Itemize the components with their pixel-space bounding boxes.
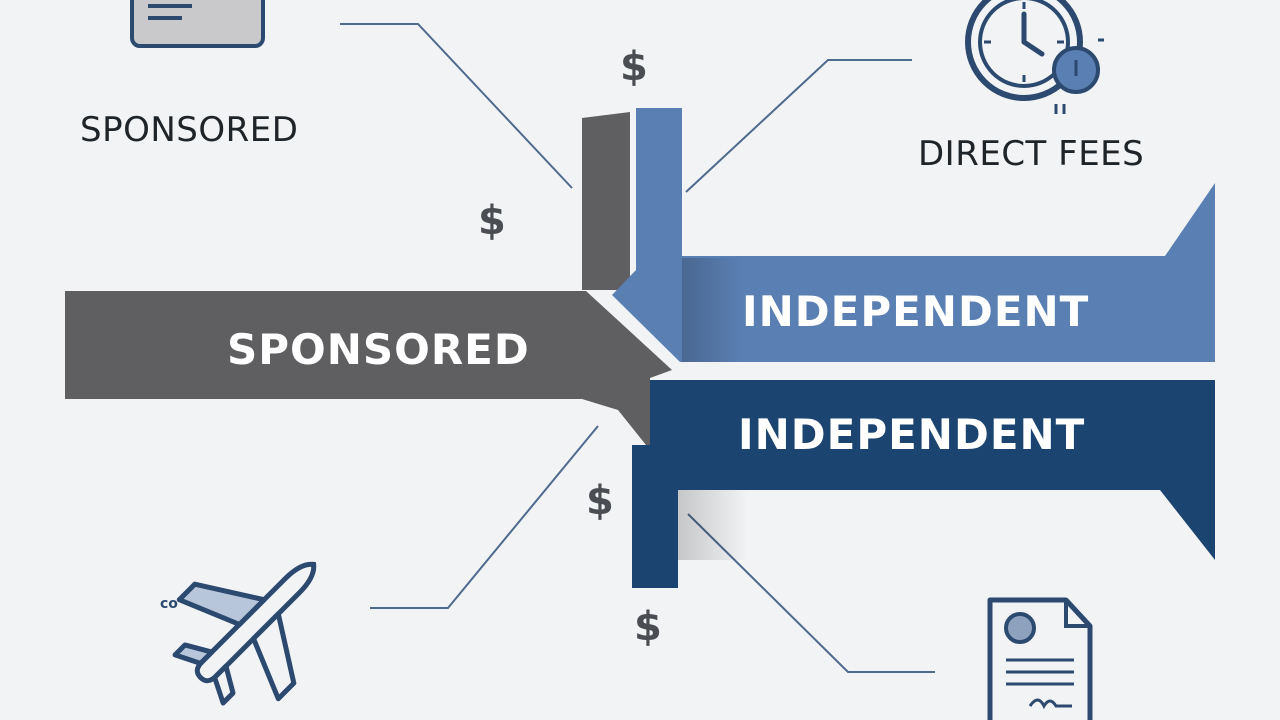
shadow-upper: [682, 258, 742, 362]
leader-line-bottom-right: [687, 513, 935, 673]
independent-lower-stem: [632, 445, 678, 588]
sponsored-heading: SPONSORED: [80, 110, 299, 150]
dollar-sign-bottom: $: [634, 604, 662, 650]
sponsored-stem: [582, 112, 630, 290]
independent-upper-arrow: [612, 183, 1215, 362]
direct-fees-heading: DIRECT FEES: [918, 134, 1145, 174]
independent-lower-label: INDEPENDENT: [738, 410, 1086, 459]
shadow-lower: [678, 490, 748, 560]
leader-lines: [340, 23, 935, 673]
independent-upper-label: INDEPENDENT: [742, 287, 1090, 336]
dollar-sign-top: $: [620, 44, 648, 90]
leader-line-bottom-left: [370, 425, 599, 609]
sponsored-bar: [65, 291, 672, 450]
contract-document-icon: [987, 597, 1093, 720]
sponsored-bar-label: SPONSORED: [227, 325, 530, 374]
independent-lower-arrow: [650, 380, 1215, 560]
airplane-icon: [172, 561, 317, 706]
document-card-icon: [130, 0, 265, 48]
leader-line-top-right: [685, 59, 912, 193]
clock-icon: [965, 0, 1104, 114]
dollar-sign-left: $: [478, 198, 506, 244]
dollar-sign-middle: $: [586, 478, 614, 524]
airplane-mark-text: co: [160, 596, 178, 612]
independent-upper-stem: [636, 108, 682, 258]
leader-line-top-left: [340, 23, 573, 189]
